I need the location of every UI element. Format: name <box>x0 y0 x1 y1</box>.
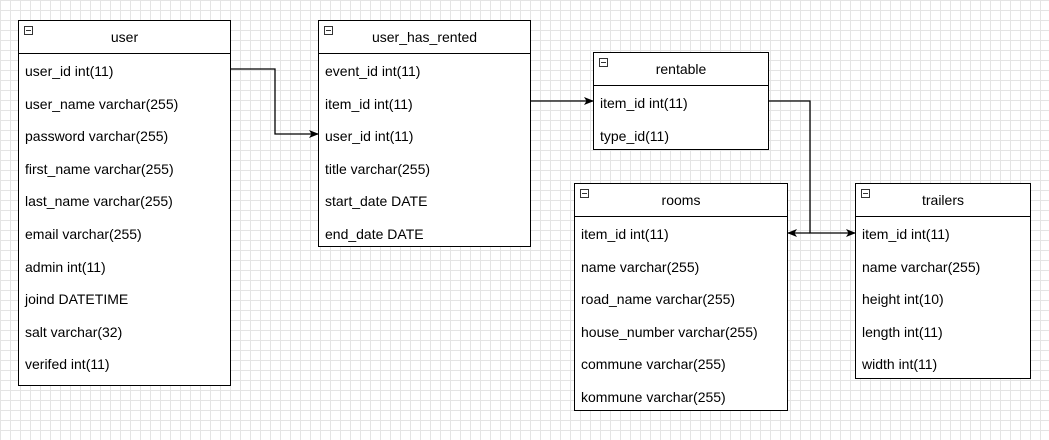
table-header[interactable]: rooms <box>575 184 787 217</box>
table-field[interactable]: name varchar(255) <box>862 258 981 275</box>
table-field[interactable]: name varchar(255) <box>581 258 700 275</box>
table-title: trailers <box>921 192 964 208</box>
collapse-icon[interactable] <box>580 189 589 198</box>
table-header[interactable]: rentable <box>594 53 768 86</box>
table-rentable[interactable]: rentable item_id int(11) type_id(11) <box>593 52 769 150</box>
table-field[interactable]: end_date DATE <box>325 225 424 242</box>
table-field[interactable]: admin int(11) <box>25 258 106 275</box>
table-field[interactable]: title varchar(255) <box>325 160 431 177</box>
table-field[interactable]: width int(11) <box>862 356 938 373</box>
connector-user-to-user-has-rented[interactable] <box>231 68 319 138</box>
table-field[interactable]: height int(10) <box>862 291 944 308</box>
table-user[interactable]: user user_id int(11) user_name varchar(2… <box>18 20 231 386</box>
collapse-icon[interactable] <box>24 26 33 35</box>
table-title: user_has_rented <box>371 29 478 45</box>
table-field[interactable]: email varchar(255) <box>25 225 142 242</box>
table-field[interactable]: item_id int(11) <box>325 95 413 112</box>
table-header[interactable]: user_has_rented <box>319 21 530 54</box>
table-field[interactable]: length int(11) <box>862 323 943 340</box>
table-rooms[interactable]: rooms item_id int(11) name varchar(255) … <box>574 183 788 411</box>
table-title: rooms <box>661 192 701 208</box>
table-field[interactable]: user_id int(11) <box>325 128 414 145</box>
table-user-has-rented[interactable]: user_has_rented event_id int(11) item_id… <box>318 20 531 247</box>
table-field[interactable]: user_id int(11) <box>25 63 114 79</box>
table-field[interactable]: item_id int(11) <box>581 226 669 242</box>
table-field[interactable]: commune varchar(255) <box>581 356 726 373</box>
table-field[interactable]: joind DATETIME <box>25 291 129 308</box>
table-field[interactable]: verifed int(11) <box>25 356 110 373</box>
table-title: rentable <box>655 61 707 77</box>
connector-rentable-to-trailers[interactable] <box>769 100 856 237</box>
table-trailers[interactable]: trailers item_id int(11) name varchar(25… <box>855 183 1031 379</box>
table-field[interactable]: item_id int(11) <box>600 95 688 111</box>
table-field[interactable]: road_name varchar(255) <box>581 291 736 308</box>
table-field[interactable]: start_date DATE <box>325 193 428 210</box>
table-field[interactable]: salt varchar(32) <box>25 323 123 340</box>
table-field[interactable]: event_id int(11) <box>325 63 421 79</box>
table-field[interactable]: password varchar(255) <box>25 128 169 145</box>
table-field[interactable]: type_id(11) <box>600 127 670 144</box>
table-field[interactable]: first_name varchar(255) <box>25 160 174 177</box>
table-field[interactable]: item_id int(11) <box>862 226 950 242</box>
table-field[interactable]: user_name varchar(255) <box>25 95 179 112</box>
table-title: user <box>110 29 139 45</box>
table-field[interactable]: house_number varchar(255) <box>581 323 758 340</box>
collapse-icon[interactable] <box>324 26 333 35</box>
table-field[interactable]: last_name varchar(255) <box>25 193 173 210</box>
table-header[interactable]: trailers <box>856 184 1030 217</box>
collapse-icon[interactable] <box>861 189 870 198</box>
collapse-icon[interactable] <box>599 58 608 67</box>
table-header[interactable]: user <box>19 21 230 54</box>
table-field[interactable]: kommune varchar(255) <box>581 388 726 405</box>
